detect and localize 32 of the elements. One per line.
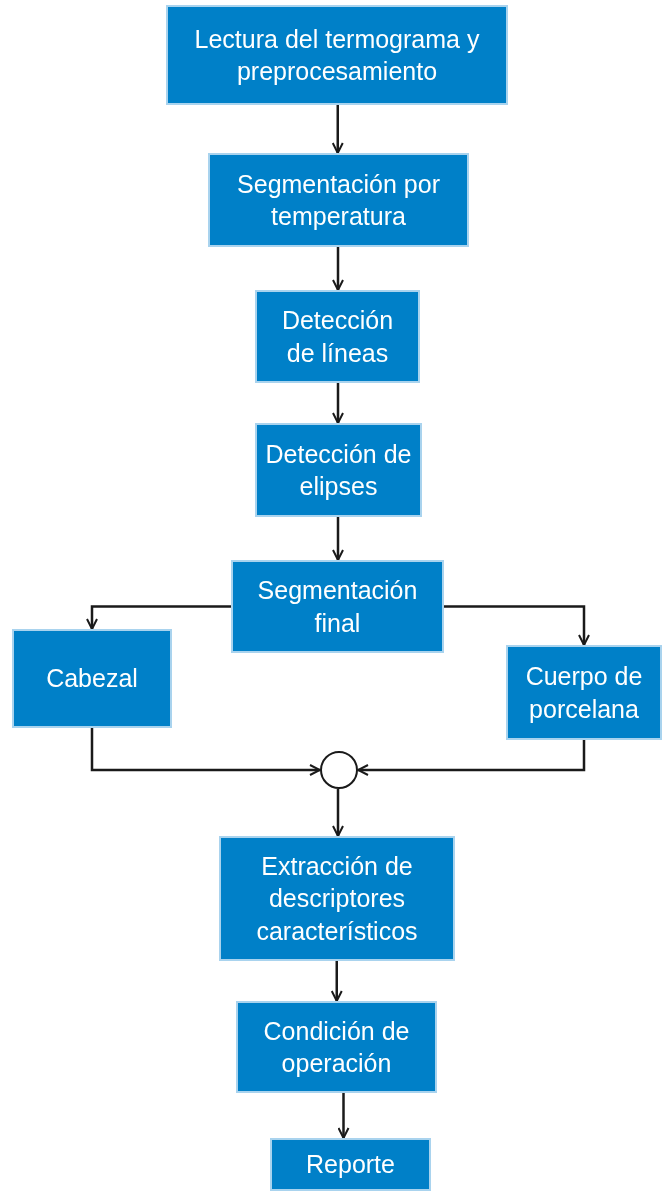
box-label: Segmentación por temperatura (236, 168, 441, 232)
box-label: Lectura del termograma y preprocesamiento (193, 23, 481, 87)
process-box (12, 629, 172, 728)
arrow (331, 105, 344, 154)
junction-circle (320, 751, 358, 789)
arrow (444, 605, 590, 646)
process-box (255, 423, 422, 517)
box-label: Cuerpo de porcelana (524, 661, 644, 725)
process-box (236, 1001, 437, 1093)
box-label: Condición de operación (262, 1015, 411, 1079)
box-label: Detección de líneas (280, 305, 395, 369)
arrow (332, 247, 344, 291)
arrow (332, 789, 344, 837)
box-label: Reporte (306, 1149, 395, 1181)
box-label: Extracción de descriptores característicos (255, 850, 419, 947)
process-box (231, 560, 444, 653)
process-box (208, 153, 469, 247)
arrow (86, 605, 231, 630)
process-box (166, 5, 508, 105)
arrow (332, 383, 344, 424)
box-label: Detección de elipses (265, 438, 412, 502)
box-label: Cabezal (46, 663, 138, 695)
arrow (357, 740, 586, 776)
process-box (506, 645, 662, 740)
process-box (255, 290, 420, 383)
process-box (219, 836, 455, 961)
process-box (270, 1138, 431, 1191)
arrow (90, 728, 321, 776)
arrow (330, 961, 343, 1002)
arrow (337, 1093, 350, 1139)
box-label: Segmentación final (256, 575, 419, 639)
arrow (332, 517, 344, 561)
